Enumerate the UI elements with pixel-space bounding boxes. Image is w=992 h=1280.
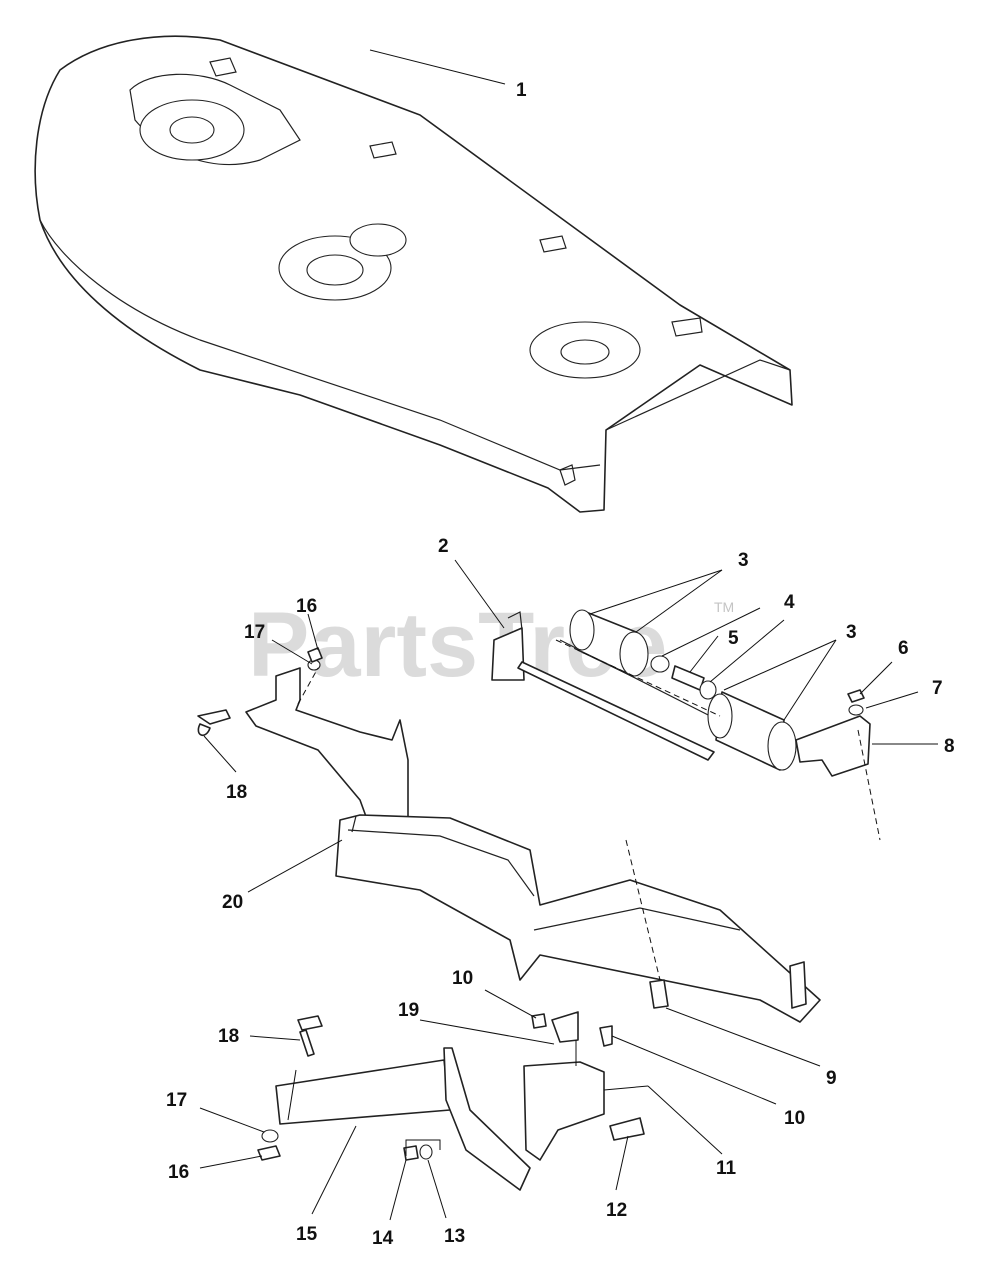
callout-18-upper: 18 (226, 782, 247, 803)
mount-bracket-rod (491, 611, 723, 761)
callout-16-lower: 16 (168, 1162, 189, 1183)
callout-15: 15 (296, 1224, 318, 1245)
washer-13 (419, 1144, 433, 1160)
callout-17-upper: 17 (244, 622, 265, 643)
callout-10-lower: 10 (784, 1108, 805, 1129)
nut-16-lower (257, 1145, 281, 1161)
callout-1: 1 (516, 80, 527, 101)
bolt-10-right (599, 1025, 613, 1047)
washer-7 (848, 704, 864, 716)
bracket-8 (795, 715, 871, 777)
callout-3a: 3 (738, 550, 749, 571)
roller-upper (569, 609, 649, 677)
callout-13: 13 (444, 1226, 465, 1247)
bolt-10-left (531, 1013, 547, 1029)
callout-20: 20 (222, 892, 243, 913)
callout-12: 12 (606, 1200, 627, 1221)
callout-16-upper: 16 (296, 596, 317, 617)
callout-11: 11 (716, 1158, 737, 1179)
callout-6: 6 (898, 638, 909, 659)
mower-deck-housing (34, 35, 793, 513)
callout-labels: 1 2 3 4 5 3 6 7 8 16 17 18 20 10 19 18 1… (166, 80, 955, 1249)
callout-7: 7 (932, 678, 943, 699)
carriage-bolt-9 (649, 979, 669, 1009)
roller-lower (707, 691, 797, 771)
upper-side-bracket (245, 647, 409, 856)
callout-19: 19 (398, 1000, 419, 1021)
spacer-5 (671, 665, 705, 691)
callout-9: 9 (826, 1068, 837, 1089)
assembly-lines (297, 639, 881, 981)
washer-17-lower (261, 1129, 279, 1143)
washer-4-upper (650, 655, 670, 673)
callout-3b: 3 (846, 622, 857, 643)
callout-14: 14 (372, 1228, 394, 1249)
carriage-bolt-18-lower (297, 1015, 323, 1057)
baffle-plate-lower (443, 1047, 531, 1191)
leader-lines (199, 49, 938, 1221)
deflector-15 (275, 1059, 451, 1125)
carriage-bolt-12 (609, 1117, 645, 1141)
callout-10-upper: 10 (452, 968, 473, 989)
callout-5: 5 (728, 628, 739, 649)
callout-4: 4 (784, 592, 795, 613)
main-baffle (335, 814, 821, 1023)
nut-6 (847, 689, 865, 703)
callout-8: 8 (944, 736, 955, 757)
washer-4-lower (699, 680, 717, 700)
callout-2: 2 (438, 536, 449, 557)
callout-18-lower: 18 (218, 1026, 239, 1047)
clip-19 (551, 1011, 579, 1043)
watermark-trademark: TM (714, 599, 734, 615)
bracket-11 (523, 1061, 605, 1161)
nut-14 (403, 1145, 419, 1161)
carriage-bolt-18-upper (197, 709, 231, 736)
callout-17-lower: 17 (166, 1090, 187, 1111)
